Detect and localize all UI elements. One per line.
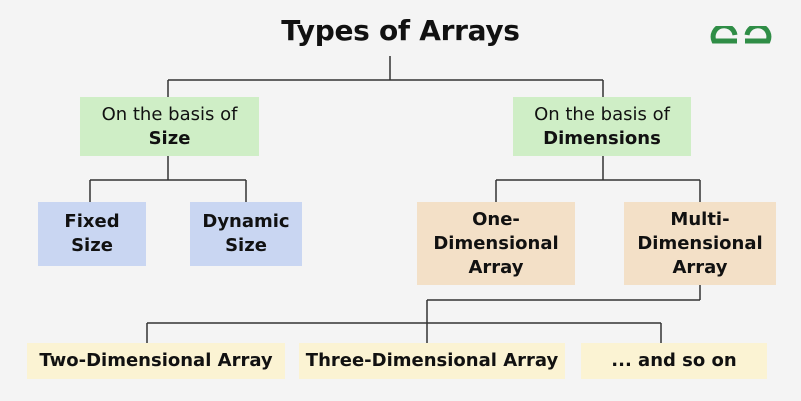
dimension-basis-node: On the basis of Dimensions — [513, 97, 691, 156]
connector-multi — [146, 285, 701, 343]
one-dimensional-line1: One- — [472, 208, 520, 230]
multi-dimensional-line2: Dimensional — [637, 232, 763, 254]
one-dimensional-node: One- Dimensional Array — [417, 202, 575, 285]
one-dimensional-line3: Array — [468, 256, 524, 278]
two-dimensional-node: Two-Dimensional Array — [27, 343, 285, 379]
fixed-size-line1: Fixed — [64, 211, 120, 232]
and-so-on-node: ... and so on — [581, 343, 767, 379]
multi-dimensional-line1: Multi- — [670, 208, 730, 230]
size-basis-line2: Size — [148, 127, 191, 149]
connector-size — [89, 156, 247, 202]
dimension-basis-line2: Dimensions — [543, 127, 661, 149]
geeksforgeeks-logo-icon — [710, 26, 772, 44]
fixed-size-node: Fixed Size — [38, 202, 146, 266]
and-so-on-label: ... and so on — [611, 350, 737, 371]
dynamic-size-line1: Dynamic — [202, 211, 290, 232]
fixed-size-line2: Size — [71, 235, 113, 256]
multi-dimensional-node: Multi- Dimensional Array — [624, 202, 776, 285]
dynamic-size-node: Dynamic Size — [190, 202, 302, 266]
dimension-basis-line1: On the basis of — [534, 103, 670, 125]
one-dimensional-line2: Dimensional — [433, 232, 559, 254]
dynamic-size-line2: Size — [225, 235, 267, 256]
three-dimensional-node: Three-Dimensional Array — [299, 343, 565, 379]
two-dimensional-label: Two-Dimensional Array — [39, 350, 273, 371]
three-dimensional-label: Three-Dimensional Array — [305, 350, 559, 371]
size-basis-node: On the basis of Size — [80, 97, 259, 156]
multi-dimensional-line3: Array — [672, 256, 728, 278]
connector-dimensions — [495, 156, 701, 202]
size-basis-line1: On the basis of — [101, 103, 238, 125]
connector-root — [167, 56, 604, 97]
diagram-title: Types of Arrays — [281, 14, 520, 47]
